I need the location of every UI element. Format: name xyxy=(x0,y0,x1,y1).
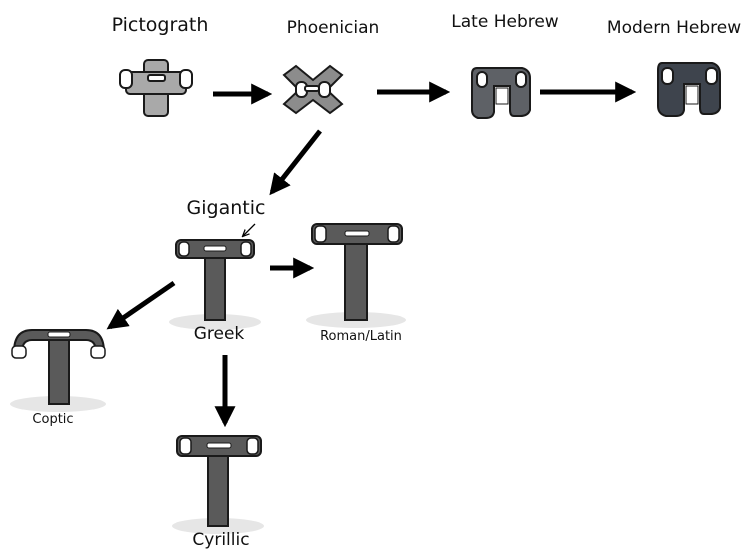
pointer-arrow-gigantic xyxy=(243,223,256,236)
label-gigantic: Gigantic xyxy=(186,197,266,219)
label-roman-latin: Roman/Latin xyxy=(320,329,402,344)
pictograph-character xyxy=(119,59,193,117)
late-hebrew-character xyxy=(471,67,531,119)
greek-character xyxy=(169,239,261,330)
label-pictograph: Pictograth xyxy=(111,14,209,36)
label-late-hebrew: Late Hebrew xyxy=(451,12,559,32)
label-greek: Greek xyxy=(193,324,245,344)
coptic-character xyxy=(10,329,106,412)
arrow-phoenician-to-gigantic xyxy=(269,129,322,196)
label-cyrillic: Cyrillic xyxy=(192,530,250,550)
label-phoenician: Phoenician xyxy=(286,18,380,38)
arrow-greek-to-coptic xyxy=(106,280,176,330)
label-coptic: Coptic xyxy=(32,412,74,427)
cyrillic-character xyxy=(172,435,264,534)
label-modern-hebrew: Modern Hebrew xyxy=(606,18,742,38)
roman-latin-character xyxy=(306,223,406,328)
modern-hebrew-character xyxy=(657,62,721,117)
phoenician-character xyxy=(282,64,344,115)
